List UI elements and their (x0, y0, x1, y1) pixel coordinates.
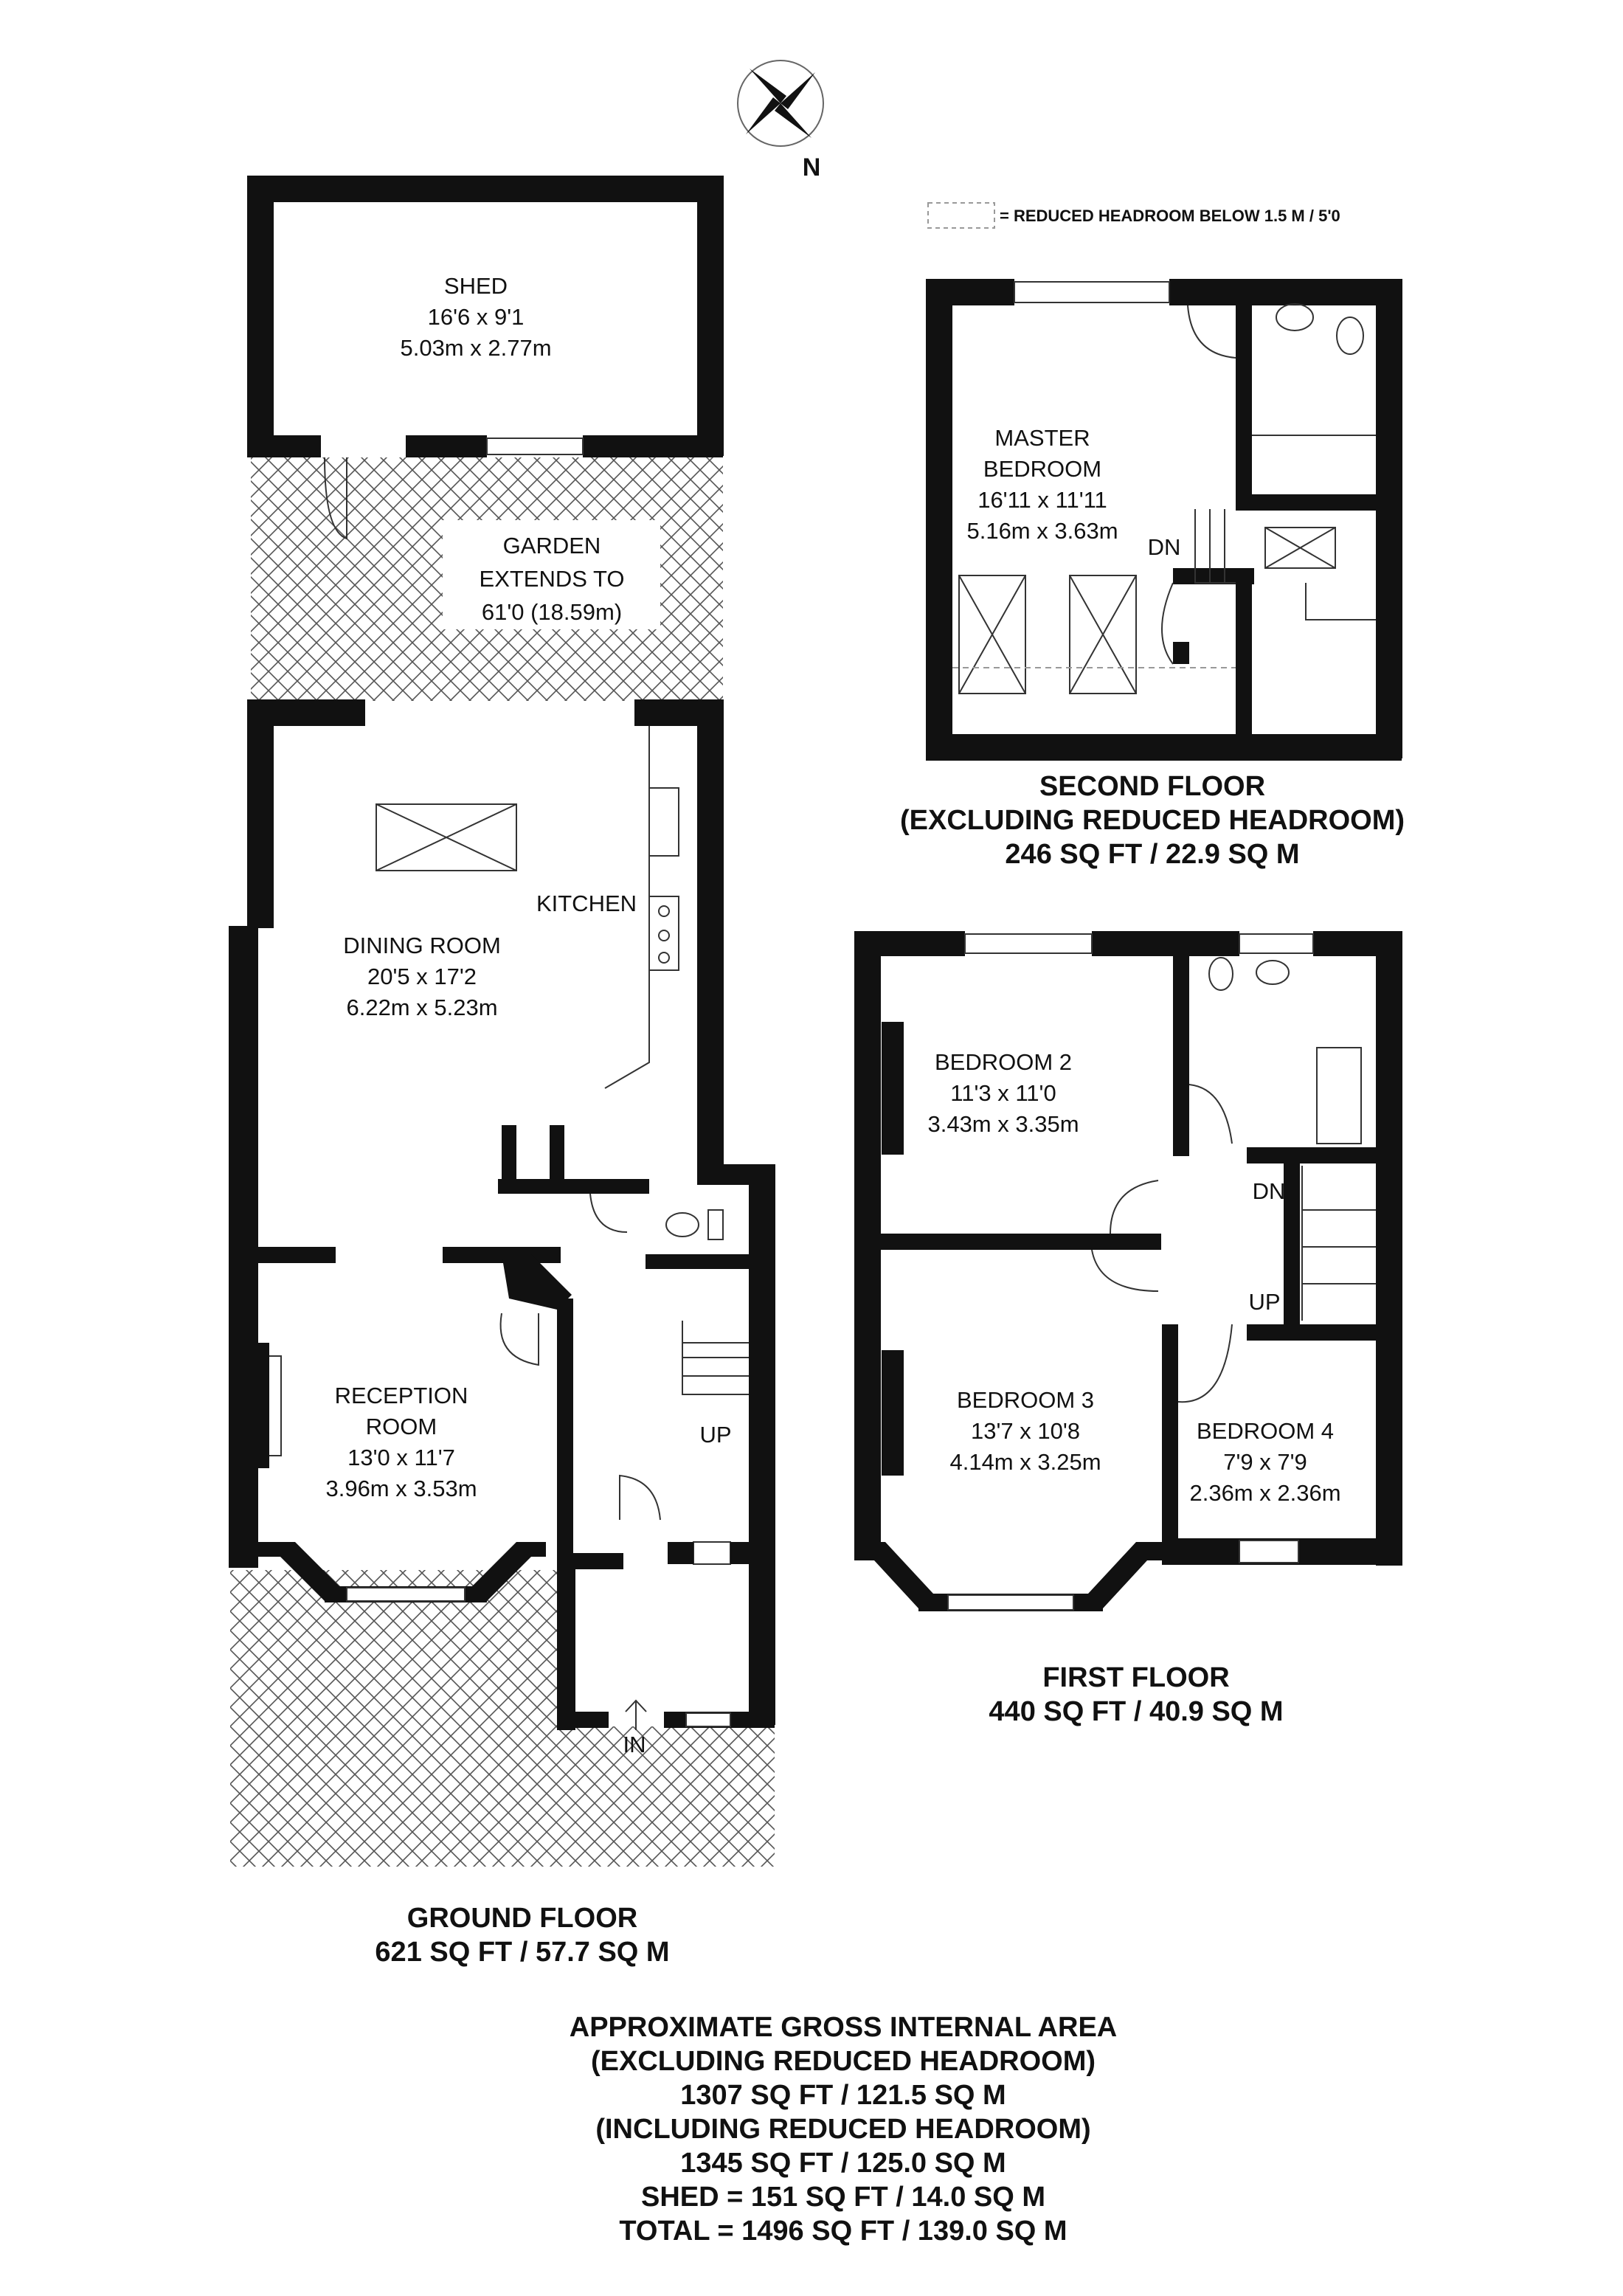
summary-line-4: (INCLUDING REDUCED HEADROOM) (595, 2114, 1090, 2145)
front-garden-area (230, 1570, 561, 1867)
bedroom2-dim-m: 3.43m x 3.35m (927, 1111, 1079, 1137)
summary-line-5: 1345 SQ FT / 125.0 SQ M (680, 2148, 1006, 2179)
second-floor-subtitle: (EXCLUDING REDUCED HEADROOM) (900, 805, 1405, 836)
garden-label-3: 61'0 (18.59m) (482, 599, 622, 625)
shed-name: SHED (444, 273, 508, 299)
bedroom3-name: BEDROOM 3 (957, 1387, 1094, 1413)
reception-room-dim-m: 3.96m x 3.53m (325, 1476, 477, 1501)
first-stairs-dn-label: DN (1253, 1178, 1286, 1204)
bedroom2-name: BEDROOM 2 (935, 1049, 1072, 1075)
bedroom3-dim-ft: 13'7 x 10'8 (971, 1418, 1080, 1444)
garden-label-1: GARDEN (503, 533, 601, 559)
master-bedroom-dim-m: 5.16m x 3.63m (966, 518, 1118, 544)
compass-icon (737, 60, 824, 147)
bedroom2-dim-ft: 11'3 x 11'0 (950, 1080, 1056, 1106)
summary-line-2: (EXCLUDING REDUCED HEADROOM) (591, 2046, 1096, 2077)
summary-line-1: APPROXIMATE GROSS INTERNAL AREA (570, 2012, 1117, 2043)
garden-label-2: EXTENDS TO (480, 566, 625, 592)
bedroom4-dim-m: 2.36m x 2.36m (1189, 1480, 1340, 1506)
reception-room-name-2: ROOM (366, 1414, 437, 1439)
dining-room-name: DINING ROOM (343, 933, 501, 958)
summary-line-6: SHED = 151 SQ FT / 14.0 SQ M (641, 2182, 1045, 2213)
master-bedroom-dim-ft: 16'11 x 11'11 (977, 487, 1107, 513)
shed-dim-m: 5.03m x 2.77m (400, 335, 551, 361)
first-floor-title: FIRST FLOOR (1042, 1662, 1229, 1693)
dining-room-dim-ft: 20'5 x 17'2 (367, 964, 477, 989)
reduced-headroom-legend-swatch (927, 202, 995, 229)
dining-room-dim-m: 6.22m x 5.23m (346, 995, 497, 1020)
bedroom3-dim-m: 4.14m x 3.25m (949, 1449, 1101, 1475)
kitchen-label: KITCHEN (536, 891, 637, 916)
master-bedroom-name-2: BEDROOM (983, 456, 1101, 482)
front-path-area (561, 1726, 775, 1867)
summary-line-7: TOTAL = 1496 SQ FT / 139.0 SQ M (619, 2216, 1067, 2247)
reception-room-name-1: RECEPTION (335, 1383, 468, 1408)
ground-stairs-up-label: UP (699, 1422, 731, 1448)
summary-line-3: 1307 SQ FT / 121.5 SQ M (680, 2080, 1006, 2111)
second-floor-title: SECOND FLOOR (1039, 771, 1265, 802)
first-stairs-up-label: UP (1248, 1289, 1280, 1315)
shed-dim-ft: 16'6 x 9'1 (428, 304, 525, 330)
ground-floor-area: 621 SQ FT / 57.7 SQ M (375, 1937, 669, 1968)
master-bedroom-name-1: MASTER (994, 425, 1090, 451)
second-floor-area: 246 SQ FT / 22.9 SQ M (1005, 839, 1299, 870)
bedroom4-name: BEDROOM 4 (1197, 1418, 1334, 1444)
first-floor-plan (854, 931, 1402, 1611)
reception-room-dim-ft: 13'0 x 11'7 (347, 1445, 455, 1470)
north-label: N (803, 153, 821, 181)
bedroom4-dim-ft: 7'9 x 7'9 (1223, 1449, 1307, 1475)
reduced-headroom-legend-text: = REDUCED HEADROOM BELOW 1.5 M / 5'0 (1000, 207, 1340, 225)
second-floor-plan (926, 279, 1402, 761)
entrance-label: IN (623, 1732, 646, 1757)
ground-floor-plan (229, 176, 775, 1867)
first-floor-area: 440 SQ FT / 40.9 SQ M (989, 1696, 1283, 1727)
second-stairs-dn-label: DN (1148, 534, 1181, 560)
ground-floor-title: GROUND FLOOR (407, 1903, 637, 1934)
